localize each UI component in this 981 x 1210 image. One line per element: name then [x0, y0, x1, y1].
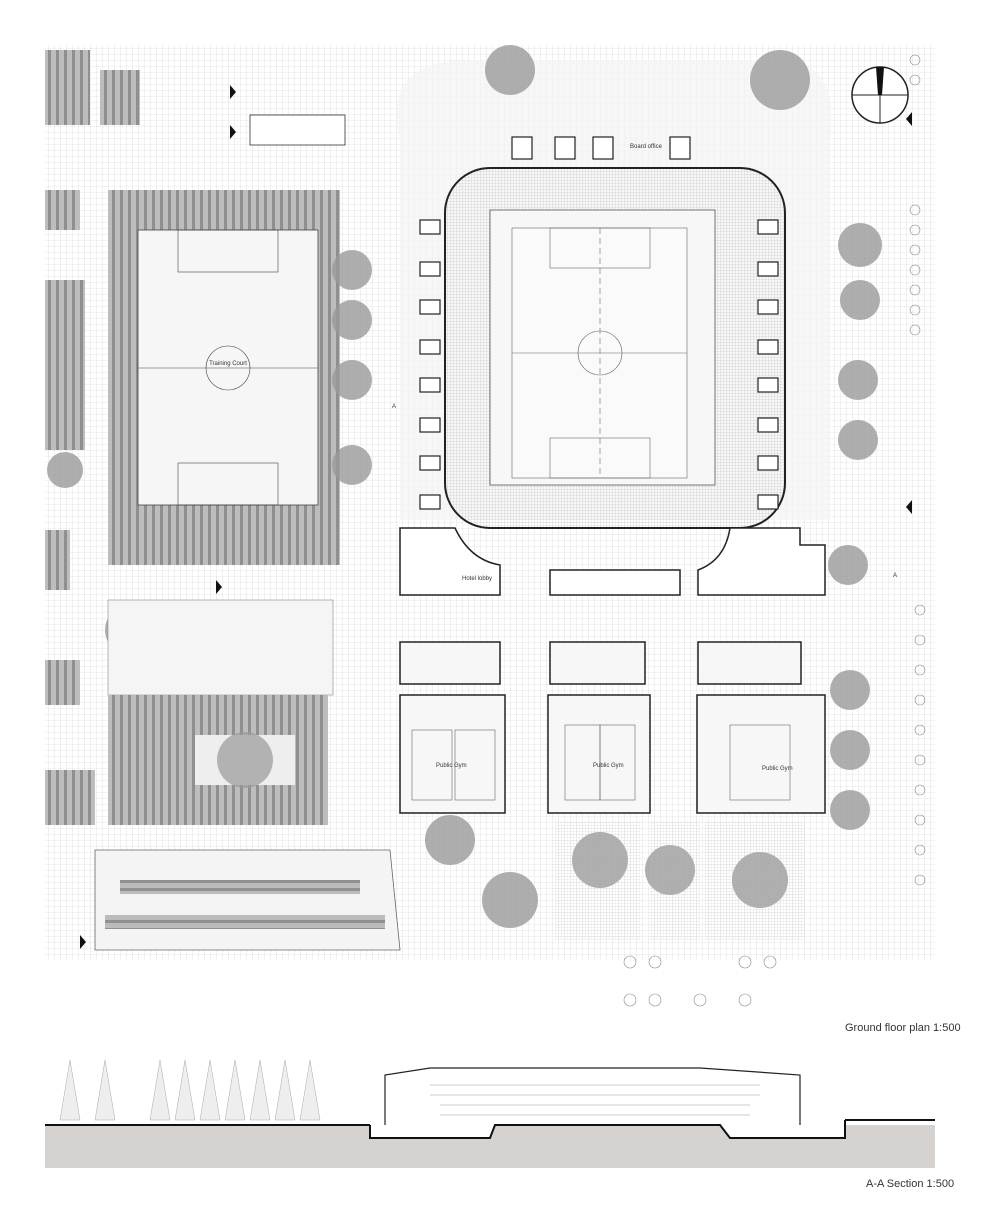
gym-1-label: Public Gym	[436, 763, 467, 769]
section-marker-right: A	[893, 573, 897, 579]
parking	[94, 849, 401, 951]
hotel-podium	[399, 527, 826, 596]
stadium: Board office	[419, 136, 786, 529]
north-arrow-icon	[851, 66, 909, 124]
plan-caption: Ground floor plan 1:500	[845, 1022, 961, 1034]
training-court-label: Training Court	[209, 361, 247, 367]
gym-2-label: Public Gym	[593, 763, 624, 769]
section-caption: A-A Section 1:500	[866, 1178, 955, 1190]
section-marker-left: A	[392, 404, 396, 410]
public-gyms	[399, 641, 826, 814]
training-court: Training Court	[108, 190, 340, 565]
entrance-arrows	[80, 85, 912, 949]
gym-3-label: Public Gym	[762, 766, 793, 772]
neighbour-buildings	[45, 50, 140, 825]
section-a-a	[45, 1059, 935, 1168]
hotel-lobby-label: Hotel lobby	[462, 576, 492, 582]
board-office-label: Board office	[630, 144, 663, 150]
